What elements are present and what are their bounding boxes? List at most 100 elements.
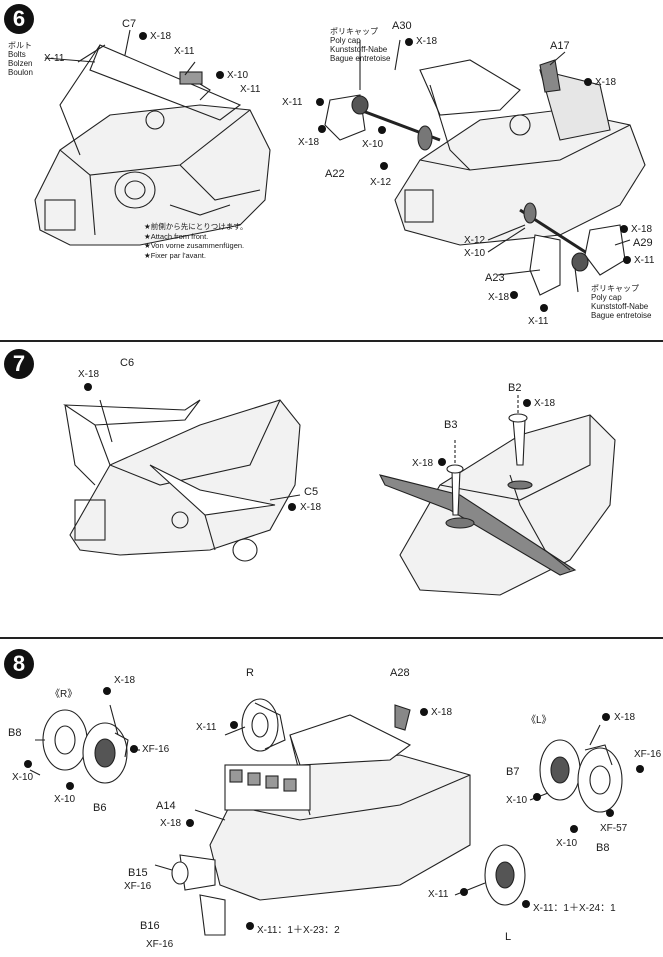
screw-combo-l: X-11：1＋X-24：1 [533, 903, 616, 914]
screw-x11-label: X-11 [428, 889, 449, 900]
screw-icon [540, 304, 548, 312]
screw-icon [103, 687, 111, 695]
screw-icon [460, 888, 468, 896]
poly-cap-jp: ポリキャップ [330, 27, 378, 36]
screw-icon [623, 256, 631, 264]
screw-icon [522, 900, 530, 908]
screw-x10-label: X-10 [227, 70, 249, 81]
screw-x18-label: X-18 [412, 458, 434, 469]
poly-cap-jp: ポリキャップ [591, 284, 639, 293]
screw-icon [510, 291, 518, 299]
note-en: ★Attach from front. [144, 231, 209, 241]
screw-icon [24, 760, 32, 768]
screw-x18-label: X-18 [150, 31, 172, 42]
note-jp: ★前側から先にとりつけます。 [144, 222, 248, 231]
screw-icon [230, 721, 238, 729]
step-8-panel: 8 [0, 645, 663, 957]
part-r: R [246, 667, 254, 679]
screw-x11-label: X-11 [282, 97, 303, 108]
part-a22: A22 [325, 168, 345, 180]
poly-cap-en: Poly cap [330, 36, 361, 45]
part-a14: A14 [156, 800, 176, 812]
part-b16: B16 [140, 920, 160, 932]
screw-x18-label: X-18 [298, 137, 320, 148]
note-de: ★Von vorne zusammenfügen. [144, 241, 245, 250]
step-number-8: 8 [4, 649, 34, 679]
note-fr: ★Fixer par l'avant. [144, 250, 206, 260]
screw-combo-b16: X-11：1＋X-23：2 [257, 925, 340, 936]
screw-x10-label: X-10 [506, 795, 528, 806]
poly-cap-label-top: ポリキャップ Poly cap Kunststoff-Nabe Bague en… [330, 27, 391, 63]
screw-xf16-label: XF-16 [146, 939, 174, 950]
part-b8-left: B8 [596, 842, 610, 854]
step-6-drawing [34, 29, 646, 296]
part-l: L [505, 931, 512, 943]
bolts-label-de: Bolzen [8, 59, 33, 68]
screw-x18-label: X-18 [300, 502, 322, 513]
step-7-panel: 7 C6 X-18 [0, 345, 663, 635]
screw-icon [405, 38, 413, 46]
part-a29: A29 [633, 237, 653, 249]
screw-icon [533, 793, 541, 801]
poly-cap-fr: Bague entretoise [591, 311, 652, 320]
part-b6: B6 [93, 802, 107, 814]
attach-front-note: ★前側から先にとりつけます。 ★Attach from front. ★Von … [144, 222, 248, 260]
part-c5: C5 [304, 486, 319, 498]
screw-xf16-label: XF-16 [124, 881, 152, 892]
screw-icon [246, 922, 254, 930]
screw-icon [316, 98, 324, 106]
part-a17: A17 [550, 40, 570, 52]
screw-x18-label: X-18 [534, 398, 556, 409]
part-b2: B2 [508, 382, 522, 394]
part-b3: B3 [444, 419, 458, 431]
screw-icon [570, 825, 578, 833]
screw-icon [523, 399, 531, 407]
screw-x10-label: X-10 [556, 838, 578, 849]
screw-icon [66, 782, 74, 790]
step-6-panel: 6 [0, 0, 663, 340]
screw-x18-label: X-18 [595, 77, 617, 88]
screw-x18-label: X-18 [114, 675, 136, 686]
screw-icon [584, 78, 592, 86]
poly-cap-de: Kunststoff-Nabe [591, 302, 649, 311]
step-7-drawing [63, 395, 616, 596]
screw-icon [636, 765, 644, 773]
bolts-label-en: Bolts [8, 50, 26, 59]
divider [0, 340, 663, 342]
screw-xf16-label: XF-16 [142, 744, 170, 755]
part-a23: A23 [485, 272, 505, 284]
divider [0, 637, 663, 639]
screw-icon [438, 458, 446, 466]
side-r-label: 《R》 [50, 689, 78, 700]
screw-icon [288, 503, 296, 511]
screw-icon [606, 809, 614, 817]
screw-x11-label: X-11 [44, 53, 65, 64]
step-number-7: 7 [4, 349, 34, 379]
bolts-label: ボルト Bolts Bolzen Boulon [8, 41, 33, 77]
screw-icon [84, 383, 92, 391]
screw-x18-label: X-18 [416, 36, 438, 47]
step-8-drawing [29, 698, 623, 936]
part-a30: A30 [392, 20, 412, 32]
part-b7: B7 [506, 766, 520, 778]
bolts-label-fr: Boulon [8, 68, 33, 77]
side-l-label: 《L》 [526, 715, 552, 726]
screw-x10-label: X-10 [12, 772, 34, 783]
screw-x18-label: X-18 [614, 712, 636, 723]
bolts-label-jp: ボルト [8, 41, 32, 50]
screw-x18-label: X-18 [488, 292, 510, 303]
screw-icon [620, 225, 628, 233]
screw-icon [420, 708, 428, 716]
screw-icon [380, 162, 388, 170]
part-b8: B8 [8, 727, 22, 739]
screw-xf16-label: XF-16 [634, 749, 662, 760]
part-c7: C7 [122, 18, 137, 30]
poly-cap-fr: Bague entretoise [330, 54, 391, 63]
screw-icon [130, 745, 138, 753]
screw-x11-label: X-11 [174, 46, 195, 57]
screw-x18-label: X-18 [160, 818, 182, 829]
screw-x18-label: X-18 [631, 224, 653, 235]
screw-x10-label: X-10 [54, 794, 76, 805]
screw-x11-label: X-11 [528, 316, 549, 327]
screw-x12-label: X-12 [370, 177, 392, 188]
